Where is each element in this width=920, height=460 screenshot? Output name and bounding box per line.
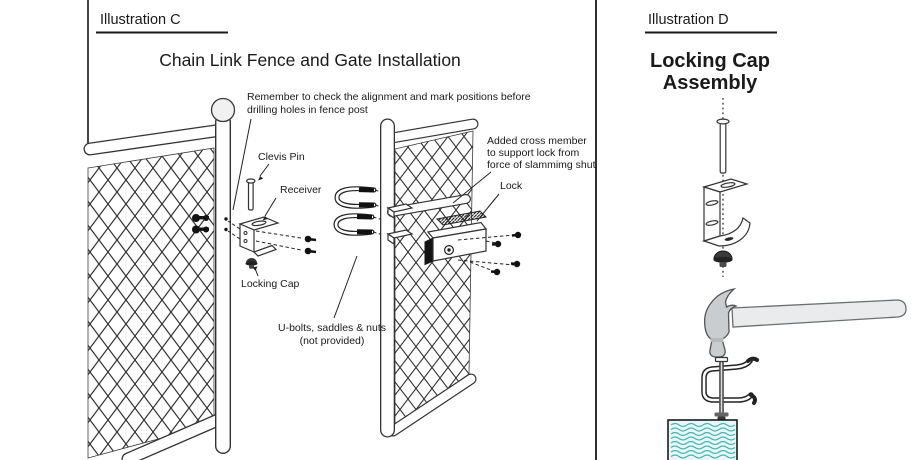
gate-bottom-rail: [387, 373, 477, 437]
post-block: [667, 419, 738, 460]
lock-body: [424, 210, 488, 266]
illustration-d-heading: Illustration D: [648, 12, 729, 28]
hammer-neck-band: [710, 338, 724, 342]
clevis-pin-exploded: [716, 118, 730, 174]
panel-divider: [595, 0, 597, 460]
svg-text:to support lock from: to support lock from: [487, 147, 579, 159]
note-leader-line: [232, 118, 252, 211]
cross-member-note: Added cross member to support lock from …: [452, 135, 596, 204]
clevis-pin-part: [246, 178, 256, 211]
locking-cap-part: [245, 258, 258, 269]
svg-text:Remember to check the alignmen: Remember to check the alignment and mark…: [247, 91, 531, 103]
lock-bolts: [457, 231, 522, 276]
clevis-pin-arrowhead: [258, 176, 264, 181]
svg-text:Locking Cap: Locking Cap: [650, 50, 770, 72]
illustration-c-panel: Illustration C Chain Link Fence and Gate…: [83, 0, 597, 460]
fence-top-rail: [83, 124, 222, 156]
chain-link-mesh: [87, 147, 215, 459]
svg-text:drilling holes in fence post: drilling holes in fence post: [247, 104, 368, 116]
locking-cap-label: Locking Cap: [241, 278, 300, 290]
gate-top-rail: [386, 118, 479, 144]
part-labels: Clevis Pin Receiver Locking Cap Lock Add…: [241, 135, 596, 347]
svg-text:Added cross member: Added cross member: [487, 135, 587, 147]
ubolts-note: U-bolts, saddles & nuts (not provided): [278, 255, 386, 347]
lock-latch-bar: [435, 210, 488, 226]
svg-text:force of slammimg shut: force of slammimg shut: [487, 159, 596, 171]
receiver-bracket: [238, 216, 280, 257]
fence-bottom-rail: [121, 413, 225, 460]
alignment-note: Remember to check the alignment and mark…: [232, 91, 531, 211]
locking-cap-exploded: [713, 250, 733, 267]
receiver-bracket-exploded: [701, 178, 751, 247]
pin-through-latch: [714, 356, 729, 421]
receiver-label: Receiver: [280, 184, 322, 196]
lock-label: Lock: [500, 180, 523, 192]
hammer-head: [703, 287, 738, 358]
panel-d-title: Locking Cap Assembly: [650, 50, 770, 94]
clevis-pin-label: Clevis Pin: [258, 151, 305, 163]
panel-c-title: Chain Link Fence and Gate Installation: [159, 50, 461, 70]
svg-text:U-bolts, saddles & nuts: U-bolts, saddles & nuts: [278, 322, 386, 334]
hammer-handle: [731, 299, 907, 328]
receiver-arrowhead: [262, 216, 268, 221]
lock-dark-face: [424, 237, 434, 266]
fence-section: [83, 97, 236, 460]
wave-texture: [670, 422, 736, 459]
illustration-c-heading: Illustration C: [100, 12, 181, 28]
svg-text:(not provided): (not provided): [300, 335, 365, 347]
hinge-bolts: [192, 214, 228, 234]
hammer: [703, 287, 907, 358]
svg-text:Assembly: Assembly: [663, 72, 758, 94]
gate-section: [380, 118, 522, 438]
receiver-bolts: [227, 220, 317, 255]
receiver-assembly: [227, 178, 317, 269]
u-bolts: [333, 186, 390, 237]
latch-fork: [701, 356, 759, 405]
locking-cap-arrowhead: [252, 266, 258, 271]
illustration-d-panel: Illustration D Locking Cap Assembly: [645, 12, 907, 460]
post-ball-cap: [210, 97, 236, 123]
saddles: [386, 203, 414, 246]
